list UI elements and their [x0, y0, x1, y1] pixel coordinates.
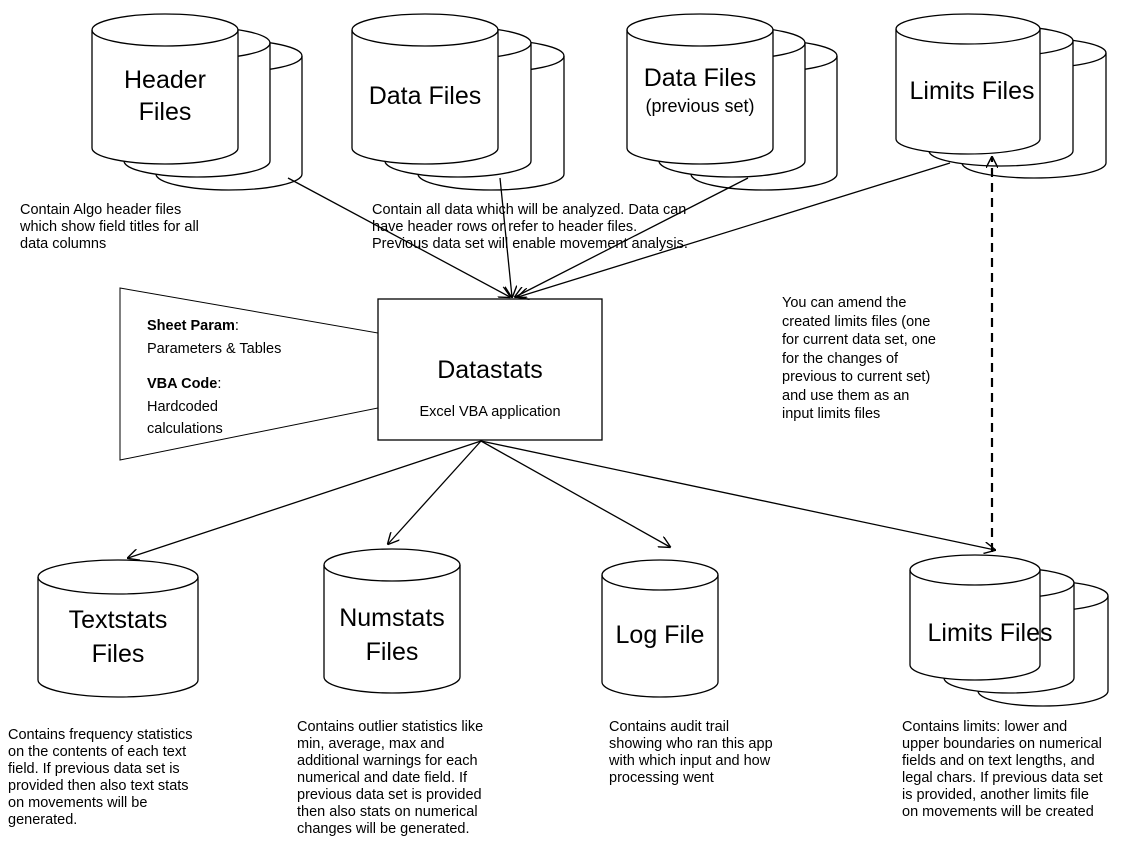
- limits-files-input-front-body: [895, 13, 1041, 155]
- numstats-files-body: [323, 548, 461, 694]
- data-files-front-rim: [351, 29, 499, 47]
- vba-code-bold: VBA Code: [147, 376, 217, 392]
- header-files-note: Contain Algo header files which show fie…: [20, 202, 199, 252]
- limits-files-output-label: Limits Files: [927, 619, 1052, 647]
- data-files-previous-label-2: (previous set): [645, 96, 754, 116]
- limits-files-input-cylinder: [895, 13, 1107, 179]
- data-files-previous-front-rim: [626, 29, 774, 47]
- sheet-param-colon: :: [235, 318, 239, 334]
- arrow-datastats-to-log: [480, 440, 670, 547]
- header-files-label-1: Header: [124, 66, 206, 94]
- datastats-process-box: [377, 298, 603, 441]
- limits-files-output-cylinder: [909, 554, 1109, 707]
- header-files-label-2: Files: [139, 98, 192, 126]
- data-files-previous-front-body: [626, 13, 774, 165]
- textstats-note: Contains frequency statistics on the con…: [8, 727, 193, 828]
- limits-files-input-label: Limits Files: [909, 77, 1034, 105]
- data-files-label: Data Files: [369, 82, 482, 110]
- log-file-body: [601, 559, 719, 698]
- arrow-data-to-datastats: [499, 177, 512, 297]
- textstats-files-body: [37, 559, 199, 698]
- numstats-files-cylinder: [323, 548, 461, 694]
- log-note: Contains audit trail showing who ran thi…: [609, 719, 773, 786]
- arrow-limits-to-datastats: [518, 162, 951, 297]
- amend-limits-note: You can amend the created limits files (…: [782, 295, 936, 422]
- header-files-front-body: [91, 13, 239, 165]
- arrow-previous-to-datastats: [515, 177, 749, 297]
- arrow-header-to-datastats: [287, 177, 510, 297]
- callout-vba-code: VBA Code:: [147, 376, 221, 392]
- limits-files-input-front-rim: [895, 28, 1041, 45]
- numstats-files-rim: [323, 564, 461, 582]
- data-files-previous-label-1: Data Files: [644, 64, 757, 92]
- numstats-label-1: Numstats: [339, 604, 445, 632]
- log-file-label: Log File: [616, 621, 705, 649]
- limits-files-output-front-rim: [909, 569, 1041, 586]
- callout-sheet-param-desc: Parameters & Tables: [147, 341, 281, 357]
- sheet-param-bold: Sheet Param: [147, 318, 235, 334]
- callout-vba-desc-1: Hardcoded: [147, 399, 218, 415]
- limits-files-output-front-body: [909, 554, 1041, 681]
- limits-output-note: Contains limits: lower and upper boundar…: [902, 719, 1103, 820]
- arrow-datastats-to-limits: [480, 440, 995, 550]
- data-files-front-body: [351, 13, 499, 165]
- process-title: Datastats: [437, 356, 543, 384]
- data-files-previous-cylinder: [626, 13, 838, 191]
- log-file-rim: [601, 574, 719, 591]
- arrow-datastats-to-textstats: [128, 440, 482, 558]
- header-files-front-rim: [91, 29, 239, 47]
- textstats-files-cylinder: [37, 559, 199, 698]
- log-file-cylinder: [601, 559, 719, 698]
- numstats-note: Contains outlier statistics like min, av…: [297, 719, 484, 837]
- data-files-cylinder: [351, 13, 565, 191]
- vba-code-colon: :: [217, 376, 221, 392]
- data-files-note: Contain all data which will be analyzed.…: [372, 202, 688, 252]
- textstats-label-1: Textstats: [69, 606, 168, 634]
- textstats-label-2: Files: [92, 640, 145, 668]
- callout-sheet-param: Sheet Param:: [147, 318, 239, 334]
- textstats-files-rim: [37, 576, 199, 595]
- process-subtitle: Excel VBA application: [419, 404, 560, 420]
- header-files-cylinder: [91, 13, 303, 191]
- arrow-datastats-to-numstats: [388, 440, 482, 544]
- callout-vba-desc-2: calculations: [147, 421, 223, 437]
- numstats-label-2: Files: [366, 638, 419, 666]
